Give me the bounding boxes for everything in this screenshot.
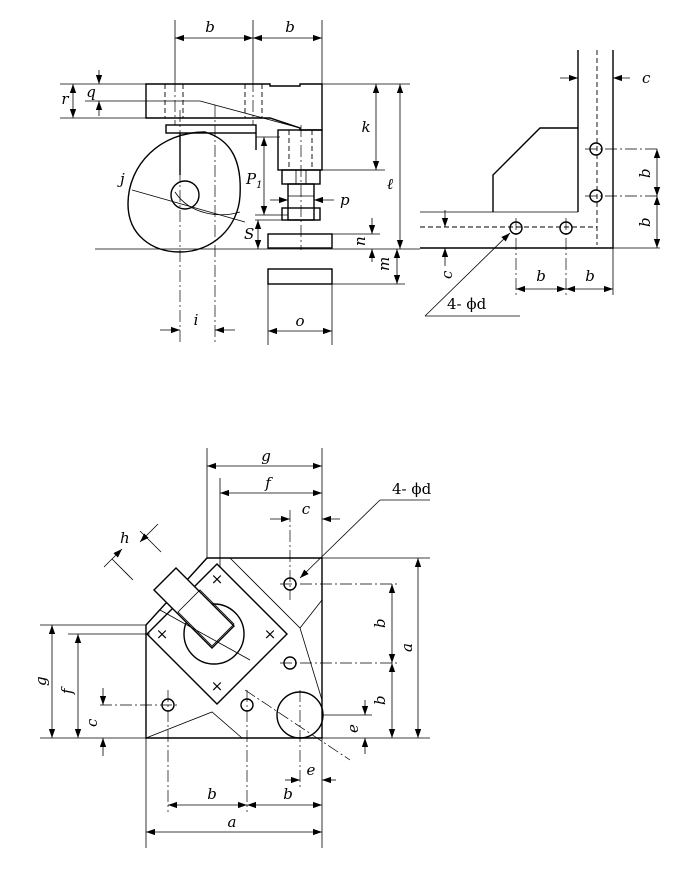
label-p1: P1: [245, 170, 262, 191]
dim-b-top: b b: [174, 18, 323, 84]
foot-pad-upper: [267, 233, 333, 249]
dim-r-q: r q: [60, 70, 146, 119]
label-c: c: [302, 500, 311, 518]
label-holes: 4- ϕd: [392, 480, 432, 498]
svg-text:×: ×: [264, 625, 277, 643]
label-b: b: [636, 168, 654, 178]
label-b: b: [283, 785, 293, 803]
dim-p: p: [270, 191, 350, 209]
label-c: c: [83, 718, 101, 727]
label-b: b: [636, 217, 654, 227]
label-g: g: [261, 447, 271, 465]
caster-fork: [165, 124, 257, 175]
label-o: o: [295, 312, 304, 330]
label-p: p: [340, 191, 350, 209]
dim-k-ell: k ℓ: [322, 83, 410, 249]
label-c: c: [642, 69, 651, 87]
label-n: n: [351, 236, 369, 246]
label-a: a: [228, 813, 237, 831]
caster-square: × × × ×: [146, 563, 288, 705]
label-e: e: [307, 761, 316, 779]
label-e: e: [344, 724, 362, 733]
dim-n-m: n m: [332, 218, 405, 285]
label-r: r: [61, 90, 69, 108]
label-b: b: [205, 18, 215, 36]
label-b: b: [371, 695, 389, 705]
dim-s: S: [244, 219, 282, 249]
label-j: j: [117, 170, 125, 188]
svg-text:×: ×: [211, 570, 224, 588]
label-b: b: [207, 785, 217, 803]
label-g: g: [32, 676, 50, 686]
label-i: i: [194, 311, 199, 329]
corner-view: c b b c b b 4- ϕd: [420, 50, 661, 317]
top-plate: [145, 80, 323, 131]
svg-text:×: ×: [211, 677, 224, 695]
dim-p1: P1: [245, 136, 288, 216]
label-m: m: [375, 257, 393, 271]
plan-view: × × × × g: [32, 447, 432, 848]
label-b: b: [585, 267, 595, 285]
foot-pad-lower: [267, 268, 333, 285]
label-s: S: [244, 225, 254, 243]
label-c: c: [438, 270, 456, 279]
label-f: f: [264, 474, 273, 492]
svg-text:×: ×: [156, 625, 169, 643]
label-b: b: [285, 18, 295, 36]
swivel-arm: [153, 567, 235, 649]
label-f: f: [58, 686, 76, 695]
label-holes: 4- ϕd: [447, 295, 487, 313]
label-ell: ℓ: [387, 175, 393, 193]
label-a: a: [398, 643, 416, 652]
dim-i: i: [160, 311, 235, 334]
label-b: b: [371, 618, 389, 628]
side-view: b b r q k ℓ P1: [60, 18, 420, 345]
label-h: h: [120, 529, 130, 547]
label-k: k: [361, 118, 370, 136]
adjuster-column: [277, 125, 323, 250]
label-q: q: [86, 83, 96, 101]
dim-o: o: [267, 284, 333, 345]
label-b: b: [536, 267, 546, 285]
caster-wheel: [127, 131, 246, 253]
